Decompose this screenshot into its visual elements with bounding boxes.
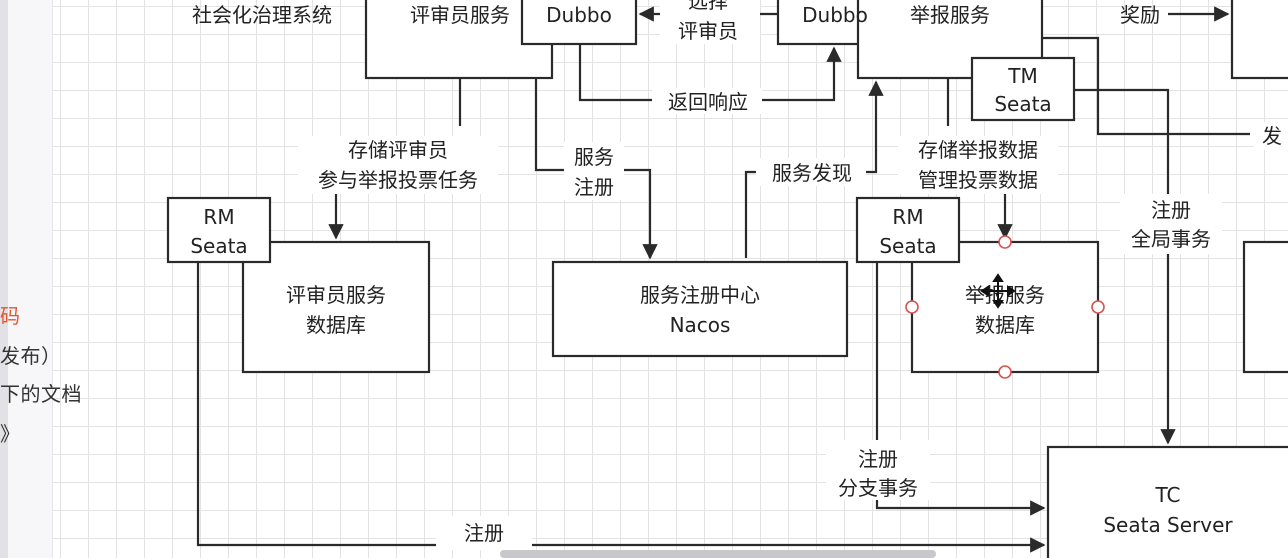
right-mid-box[interactable]: [1242, 240, 1288, 374]
move-cursor-icon: [980, 273, 1016, 309]
rm-right-label: RM: [892, 205, 923, 229]
register-global-label: 注册: [1151, 198, 1191, 222]
rm-seata-right-box[interactable]: [855, 196, 961, 264]
tm-label: TM: [1007, 64, 1037, 88]
store-reviewer-label: 存储评审员: [348, 138, 448, 162]
reviewer-db-label: 数据库: [306, 313, 366, 337]
register-global-label: 全局事务: [1131, 227, 1211, 251]
nacos-box[interactable]: [551, 260, 849, 358]
reviewer-db-box[interactable]: [241, 240, 431, 374]
register-branch-label: 注册: [858, 447, 898, 471]
store-reviewer-label: 参与举报投票任务: [318, 168, 478, 192]
report-db-label: 数据库: [975, 313, 1035, 337]
reviewer-db-label: 评审员服务: [286, 283, 386, 307]
service-discovery-label: 服务发现: [772, 161, 852, 185]
dubbo-right-label: Dubbo: [802, 3, 868, 27]
reviewer-service-label: 评审员服务: [410, 3, 510, 27]
rm-right-seata-label: Seata: [879, 234, 936, 258]
store-report-label: 存储举报数据: [918, 138, 1038, 162]
sidebar-panel: [0, 0, 53, 558]
service-register-label: 注册: [574, 175, 614, 199]
dubbo-left-box[interactable]: [520, 0, 638, 46]
sidebar-edge: [0, 0, 8, 558]
tc-seata-server-label: Seata Server: [1103, 513, 1233, 537]
report-db-label: 举报服务: [965, 283, 1045, 307]
register-bottom-label: 注册: [464, 521, 504, 545]
select-reviewer-label: 评审员: [678, 19, 738, 43]
nacos-label: Nacos: [670, 313, 731, 337]
dubbo-left-label: Dubbo: [546, 3, 612, 27]
rm-left-label: RM: [203, 205, 234, 229]
register-branch-label: 分支事务: [838, 476, 918, 500]
right-top-box[interactable]: [1230, 0, 1288, 80]
sidebar-text-line[interactable]: 发布）: [0, 344, 62, 368]
register-branch-arrow: [875, 262, 1046, 516]
send-label: 发: [1262, 124, 1282, 148]
reward-label: 奖励: [1120, 3, 1160, 27]
sidebar-text-line[interactable]: 下的文档: [0, 382, 82, 406]
return-response-label: 返回响应: [668, 90, 748, 114]
select-reviewer-label: 选择: [688, 0, 728, 13]
rm-seata-left-box[interactable]: [166, 196, 272, 264]
sidebar-text-line[interactable]: 码: [0, 304, 21, 328]
horizontal-scrollbar[interactable]: [500, 550, 936, 558]
nacos-label: 服务注册中心: [640, 283, 760, 307]
selection-handles[interactable]: [905, 235, 1105, 379]
register-global-arrow: [1074, 88, 1176, 445]
service-register-label: 服务: [574, 145, 614, 169]
store-report-label: 管理投票数据: [918, 168, 1038, 192]
report-service-box[interactable]: [856, 0, 1044, 80]
system-title: 社会化治理系统: [192, 3, 332, 27]
tm-seata-label: Seata: [994, 92, 1051, 116]
rm-left-seata-label: Seata: [190, 234, 247, 258]
tc-label: TC: [1154, 483, 1180, 507]
send-line: [1042, 36, 1250, 136]
sidebar-text-line[interactable]: 》: [0, 422, 21, 446]
register-bottom-arrow: [196, 262, 1046, 553]
tc-seata-server-box[interactable]: [1046, 445, 1288, 558]
report-service-label: 举报服务: [910, 3, 990, 27]
